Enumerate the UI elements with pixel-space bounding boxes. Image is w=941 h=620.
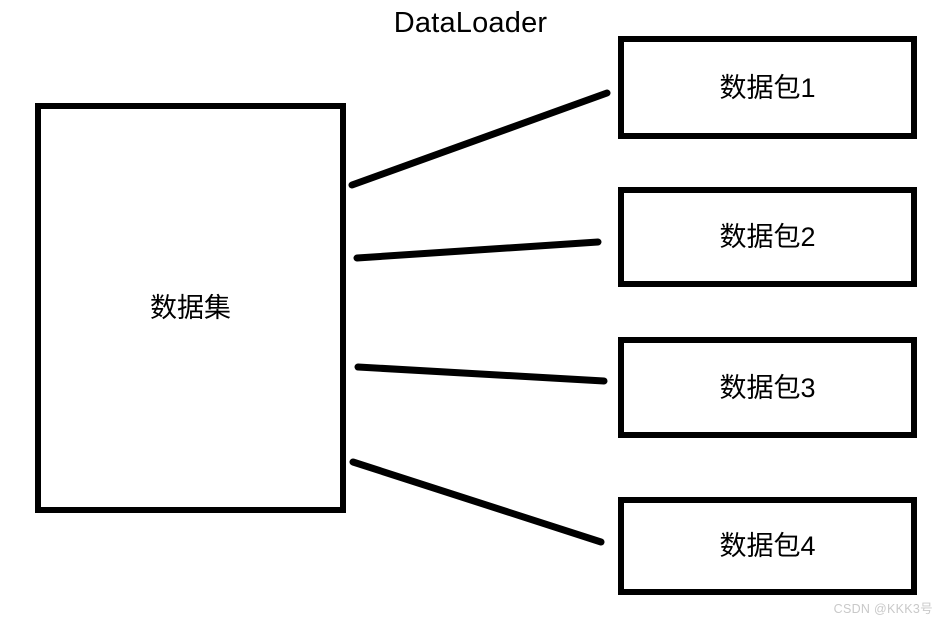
dataset-label: 数据集 (150, 293, 231, 323)
diagram-title: DataLoader (393, 7, 548, 39)
packet-label-4: 数据包4 (719, 531, 816, 561)
connector-to-packet-1 (348, 89, 611, 189)
packet-box-4: 数据包4 (618, 497, 917, 595)
packet-box-1: 数据包1 (618, 36, 917, 139)
watermark: CSDN @KKK3号 (833, 602, 933, 616)
connector-to-packet-4 (349, 458, 605, 546)
packet-label-2: 数据包2 (719, 222, 816, 252)
connector-to-packet-3 (354, 363, 608, 385)
packet-label-1: 数据包1 (719, 72, 816, 103)
dataset-box: 数据集 (35, 103, 346, 513)
connector-to-packet-2 (353, 238, 602, 262)
packet-box-3: 数据包3 (618, 337, 917, 438)
packet-box-2: 数据包2 (618, 187, 917, 287)
packet-label-3: 数据包3 (719, 372, 816, 403)
